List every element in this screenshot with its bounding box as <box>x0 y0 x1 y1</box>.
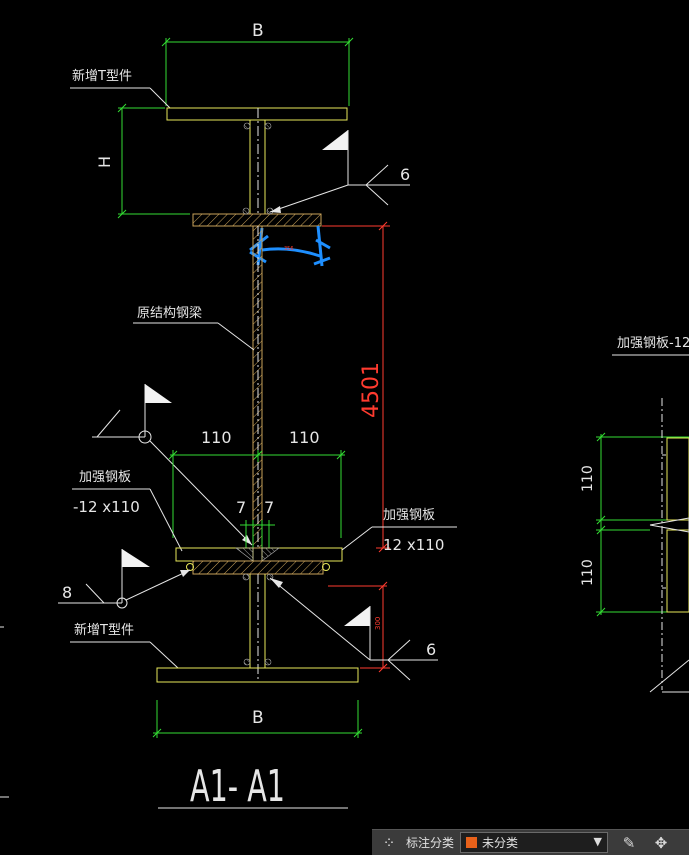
dim-7-left: 7 <box>236 498 246 517</box>
svg-text:356: 356 <box>284 246 294 252</box>
dim-b-top: B <box>161 21 354 106</box>
dim-7-pair: 7 7 <box>236 498 275 548</box>
weld-symbol-bottom: 6 <box>269 577 438 681</box>
dim-small-red-text: 300 <box>374 617 382 630</box>
dim-h-text: H <box>95 156 114 168</box>
label-stiffener-left-1: 加强钢板 <box>79 470 131 485</box>
label-stiffener-right-group: 加强钢板 12 x110 <box>341 508 457 554</box>
label-new-t-bottom-group: 新增T型件 <box>70 622 179 669</box>
dim-110-pair: 110 110 <box>168 428 346 538</box>
label-new-t-top-group: 新增T型件 <box>70 68 171 109</box>
dim-h: H <box>95 103 190 219</box>
label-stiffener-left-2: -12 x110 <box>73 498 140 516</box>
side-label: 加强钢板-12 <box>617 336 689 351</box>
weld-size-top: 6 <box>400 165 410 184</box>
weld-size-left: 8 <box>62 583 72 602</box>
dim-4501: 4501 <box>322 221 390 553</box>
dim-110-right: 110 <box>289 428 320 447</box>
label-orig-beam: 原结构钢梁 <box>137 306 202 321</box>
top-flange <box>166 107 348 121</box>
dim-110-left: 110 <box>201 428 232 447</box>
side-dim-110-top: 110 <box>580 465 596 492</box>
label-new-t-top: 新增T型件 <box>72 68 132 84</box>
label-stiffener-left-group: 加强钢板 -12 x110 <box>72 470 183 552</box>
section-title: A1- A1 <box>190 761 285 812</box>
annotation-category-value: 未分类 <box>482 836 519 850</box>
category-color-swatch <box>466 837 478 848</box>
grid-icon[interactable]: ⁘ <box>382 833 396 852</box>
weld-symbol-top: 6 <box>269 130 410 213</box>
dim-7-right: 7 <box>264 498 274 517</box>
move-icon[interactable]: ✥ <box>654 833 668 852</box>
dim-b-bottom: B <box>152 700 363 738</box>
dim-b-top-text: B <box>252 21 264 41</box>
side-view: 加强钢板-12 110 110 <box>580 336 689 693</box>
label-stiffener-right-2: 12 x110 <box>383 536 444 554</box>
chevron-down-icon[interactable]: ▼ <box>593 835 603 848</box>
beam-bottom-flange <box>192 560 324 575</box>
label-new-t-bottom: 新增T型件 <box>74 622 134 638</box>
side-dim-110-bottom: 110 <box>580 559 596 586</box>
dim-b-bottom-text: B <box>252 708 264 728</box>
beam-top-flange <box>192 213 322 227</box>
edit-icon[interactable]: ✎ <box>622 833 636 852</box>
annotation-toolbar: ⁘ 标注分类 未分类 ▼ ✎ ✥ <box>372 829 689 855</box>
weld-symbol-left-upper <box>92 384 253 546</box>
label-stiffener-right-1: 加强钢板 <box>383 508 435 523</box>
label-orig-beam-group: 原结构钢梁 <box>133 306 255 351</box>
bottom-flange <box>156 667 359 683</box>
section-title-group: A1- A1 <box>158 761 348 812</box>
weld-size-bottom: 6 <box>426 640 436 659</box>
annotation-category-label: 标注分类 <box>406 836 455 850</box>
dim-small-red: 300 <box>328 581 390 673</box>
annotation-category-select[interactable]: 未分类 ▼ <box>460 832 609 853</box>
weld-symbol-left-lower: 8 <box>58 549 191 609</box>
dim-4501-text: 4501 <box>359 362 384 418</box>
